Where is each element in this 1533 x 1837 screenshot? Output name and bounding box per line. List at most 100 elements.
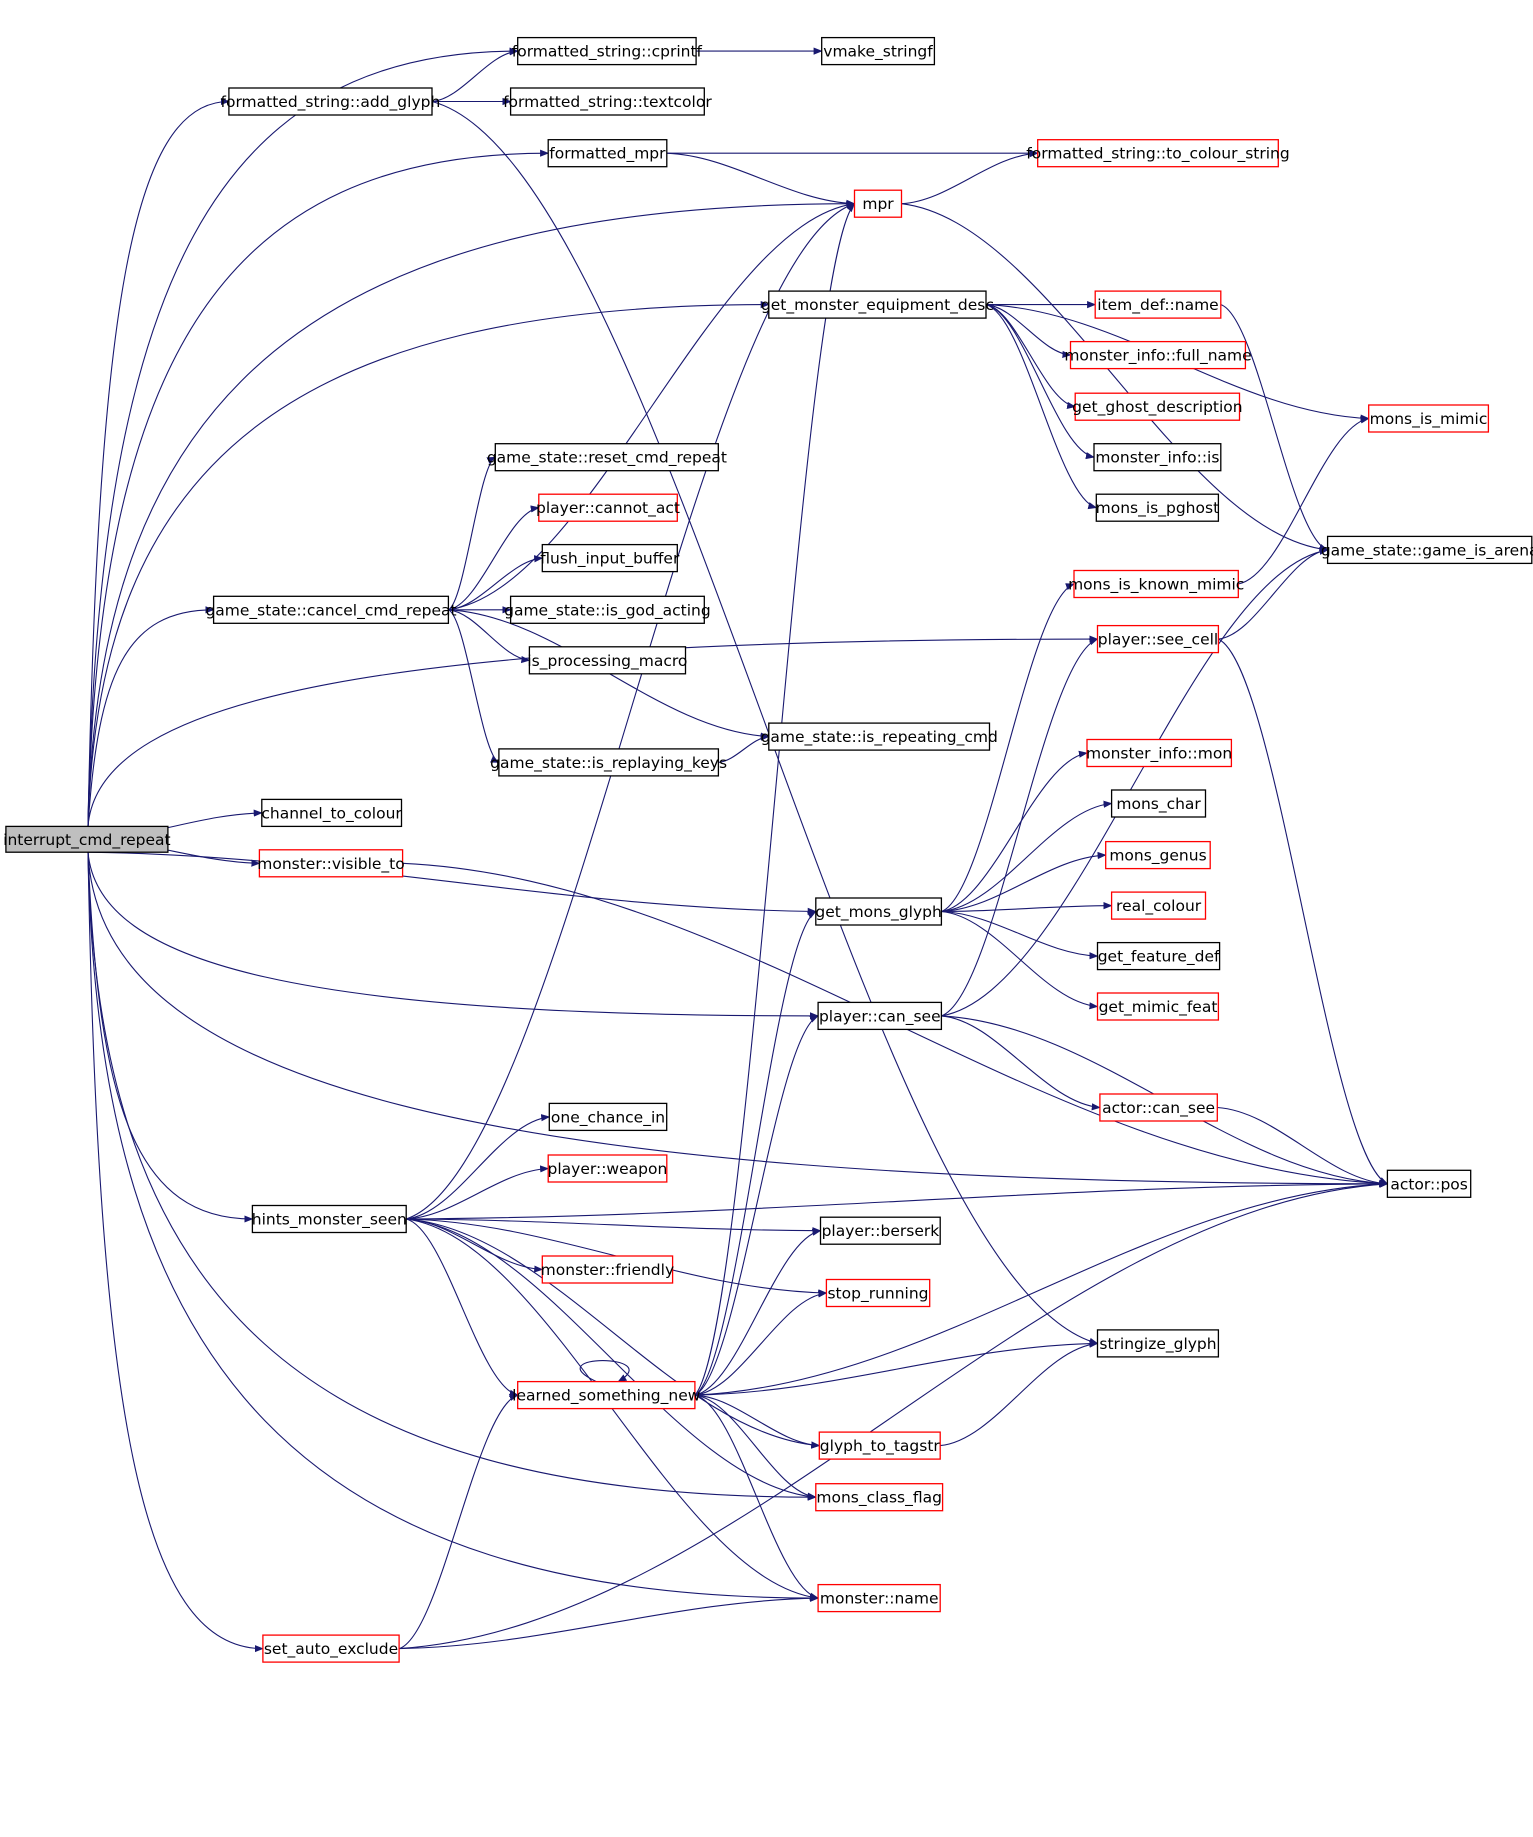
- node-is_god_acting[interactable]: game_state::is_god_acting: [504, 595, 711, 624]
- node-interrupt_cmd_repeat[interactable]: interrupt_cmd_repeat: [3, 825, 171, 853]
- node-box: [228, 87, 433, 116]
- node-real_colour[interactable]: real_colour: [1110, 891, 1207, 920]
- node-vmake_stringf[interactable]: vmake_stringf: [821, 36, 936, 66]
- node-actor_pos[interactable]: actor::pos: [1386, 1169, 1472, 1198]
- node-monster_info_mon[interactable]: monster_info::mon: [1086, 738, 1232, 768]
- node-box: [212, 595, 450, 624]
- node-mons_genus[interactable]: mons_genus: [1105, 840, 1211, 870]
- edge-learned_something_new-to-get_mons_glyph: [694, 911, 817, 1396]
- edge-get_mons_glyph-to-mons_genus: [941, 851, 1107, 913]
- edge-get_monster_equipment_desc-to-mons_is_pghost: [985, 304, 1098, 510]
- edge-interrupt_cmd_repeat-to-cprintf: [87, 47, 519, 827]
- node-is_replaying_keys[interactable]: game_state::is_replaying_keys: [490, 748, 727, 777]
- node-flush_input_buffer[interactable]: flush_input_buffer: [540, 543, 680, 573]
- node-stop_running[interactable]: stop_running: [825, 1278, 931, 1308]
- node-label: stringize_glyph: [1099, 1335, 1216, 1354]
- edge-interrupt_cmd_repeat-to-see_cell: [87, 635, 1099, 827]
- node-is_processing_macro[interactable]: is_processing_macro: [527, 646, 687, 675]
- edge-see_cell-to-actor_pos: [1218, 638, 1389, 1185]
- node-label: game_state::reset_cmd_repeat: [487, 449, 727, 468]
- edge-get_mons_glyph-to-mons_is_known_mimic: [941, 583, 1075, 913]
- node-mons_is_mimic[interactable]: mons_is_mimic: [1368, 404, 1490, 433]
- node-glyph_to_tagstr[interactable]: glyph_to_tagstr: [818, 1431, 941, 1460]
- node-formatted_mpr[interactable]: formatted_mpr: [547, 139, 668, 168]
- node-cannot_act[interactable]: player::cannot_act: [536, 493, 680, 522]
- node-set_auto_exclude[interactable]: set_auto_exclude: [262, 1634, 400, 1663]
- node-item_def_name[interactable]: item_def::name: [1094, 290, 1222, 319]
- node-is_repeating_cmd[interactable]: game_state::is_repeating_cmd: [761, 722, 998, 751]
- node-monster_info_full_name[interactable]: monster_info::full_name: [1064, 340, 1252, 370]
- edge-interrupt_cmd_repeat-to-actor_pos: [87, 852, 1389, 1188]
- node-label: get_mimic_feat: [1099, 998, 1218, 1017]
- node-mons_is_known_mimic[interactable]: mons_is_known_mimic: [1068, 569, 1244, 599]
- node-mons_char[interactable]: mons_char: [1110, 789, 1207, 818]
- node-box: [517, 1380, 696, 1410]
- node-box: [541, 1255, 674, 1284]
- node-hints_monster_seen[interactable]: hints_monster_seen: [251, 1204, 407, 1234]
- edge-formatted_mpr-to-mpr: [666, 152, 856, 207]
- node-box: [815, 897, 943, 926]
- node-to_colour_string[interactable]: formatted_string::to_colour_string: [1026, 139, 1290, 168]
- node-label: monster::name: [820, 1590, 939, 1608]
- edge-mpr-to-game_is_arena: [901, 203, 1329, 553]
- node-see_cell[interactable]: player::see_cell: [1096, 624, 1220, 654]
- node-visible_to[interactable]: monster::visible_to: [257, 849, 405, 878]
- edge-learned_something_new-to-actor_pos: [694, 1180, 1389, 1396]
- node-label: formatted_string::cprintf: [512, 43, 703, 62]
- node-box: [1326, 535, 1533, 565]
- node-cancel_cmd_repeat[interactable]: game_state::cancel_cmd_repeat: [205, 595, 457, 624]
- node-box: [1074, 392, 1241, 421]
- node-get_monster_equipment_desc[interactable]: get_monster_equipment_desc: [761, 290, 994, 319]
- node-label: player::see_cell: [1098, 631, 1218, 650]
- node-reset_cmd_repeat[interactable]: game_state::reset_cmd_repeat: [487, 443, 727, 472]
- node-game_is_arena[interactable]: game_state::game_is_arena: [1321, 535, 1533, 565]
- node-actor_can_see[interactable]: actor::can_see: [1099, 1093, 1218, 1122]
- edge-get_monster_equipment_desc-to-monster_info_full_name: [985, 304, 1072, 358]
- edge-hints_monster_seen-to-player_berserk: [406, 1218, 822, 1235]
- node-box: [825, 1278, 931, 1308]
- edge-item_def_name-to-game_is_arena: [1220, 304, 1329, 551]
- node-learned_something_new[interactable]: learned_something_new: [512, 1380, 701, 1410]
- node-label: game_state::is_repeating_cmd: [761, 728, 998, 747]
- edge-player_can_see-to-actor_can_see: [941, 1015, 1101, 1111]
- node-box: [541, 543, 678, 573]
- node-mpr[interactable]: mpr: [853, 189, 903, 218]
- node-label: mons_char: [1116, 795, 1201, 814]
- edge-add_glyph-to-cprintf: [431, 48, 519, 103]
- node-box: [1096, 941, 1221, 971]
- node-mons_is_pghost[interactable]: mons_is_pghost: [1096, 493, 1220, 522]
- node-textcolor[interactable]: formatted_string::textcolor: [503, 87, 712, 116]
- node-channel_to_colour[interactable]: channel_to_colour: [261, 798, 402, 828]
- node-player_weapon[interactable]: player::weapon: [547, 1154, 668, 1183]
- node-get_mons_glyph[interactable]: get_mons_glyph: [815, 897, 943, 926]
- edge-hints_monster_seen-to-mons_class_flag: [406, 1218, 817, 1500]
- node-monster_friendly[interactable]: monster::friendly: [541, 1255, 674, 1284]
- node-label: mons_is_pghost: [1096, 499, 1220, 518]
- edge-interrupt_cmd_repeat-to-get_monster_equipment_desc: [87, 301, 770, 827]
- node-label: get_feature_def: [1098, 948, 1220, 967]
- node-cprintf[interactable]: formatted_string::cprintf: [512, 36, 703, 66]
- node-box: [494, 443, 719, 472]
- node-box: [547, 1154, 668, 1183]
- edge-glyph_to_tagstr-to-stringize_glyph: [940, 1340, 1099, 1447]
- node-box: [1368, 404, 1490, 433]
- edge-get_mons_glyph-to-get_feature_def: [941, 910, 1099, 960]
- node-stringize_glyph[interactable]: stringize_glyph: [1096, 1329, 1220, 1358]
- edge-cancel_cmd_repeat-to-is_processing_macro: [448, 609, 531, 664]
- node-add_glyph[interactable]: formatted_string::add_glyph: [221, 87, 441, 116]
- node-label: monster_info::full_name: [1064, 347, 1251, 366]
- node-monster_info_is[interactable]: monster_info::is: [1093, 443, 1222, 472]
- node-get_mimic_feat[interactable]: get_mimic_feat: [1096, 992, 1220, 1021]
- node-label: mons_is_known_mimic: [1068, 576, 1244, 595]
- node-one_chance_in[interactable]: one_chance_in: [548, 1102, 668, 1132]
- edge-set_auto_exclude-to-actor_pos: [399, 1180, 1389, 1650]
- node-monster_name[interactable]: monster::name: [817, 1583, 941, 1613]
- node-player_can_see[interactable]: player::can_see: [817, 1001, 943, 1031]
- edge-get_mons_glyph-to-monster_info_mon: [941, 750, 1088, 913]
- node-mons_class_flag[interactable]: mons_class_flag: [815, 1483, 944, 1512]
- node-get_feature_def[interactable]: get_feature_def: [1096, 941, 1221, 971]
- node-get_ghost_description[interactable]: get_ghost_description: [1072, 392, 1243, 421]
- node-player_berserk[interactable]: player::berserk: [819, 1216, 941, 1245]
- nodes: interrupt_cmd_repeat formatted_string::cp…: [3, 36, 1533, 1663]
- node-box: [768, 290, 987, 319]
